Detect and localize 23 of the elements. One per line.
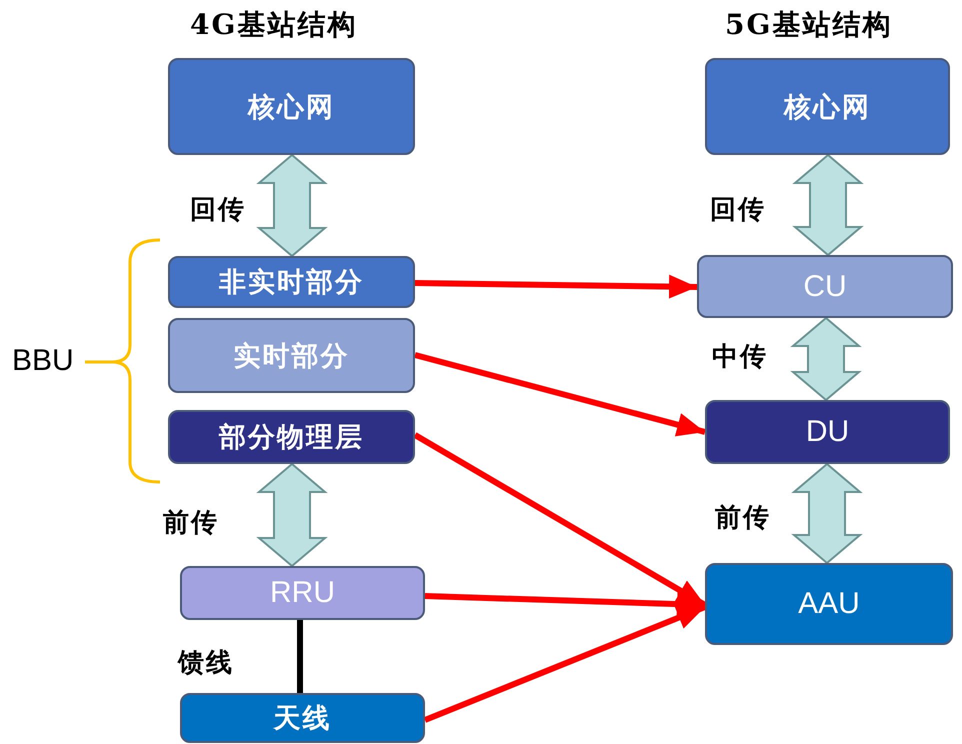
group-label: BBU [12, 344, 74, 378]
arrow [424, 592, 706, 616]
arrow [414, 274, 698, 299]
double-arrow [790, 316, 862, 402]
process-box: DU [705, 400, 950, 464]
double-arrow [792, 154, 864, 256]
process-box: 实时部分 [168, 318, 415, 393]
double-arrow [256, 462, 328, 568]
heading: 5G基站结构 [725, 7, 892, 43]
process-box: 部分物理层 [168, 410, 415, 464]
process-box: 核心网 [705, 58, 950, 155]
double-arrow [256, 154, 328, 258]
process-box: CU [697, 255, 953, 318]
connector-line [297, 620, 303, 693]
arrow [424, 604, 706, 723]
process-box: RRU [180, 566, 425, 620]
heading: 4G基站结构 [190, 7, 358, 43]
process-box: 非实时部分 [168, 256, 415, 308]
arrow [414, 352, 706, 436]
process-box: 核心网 [168, 58, 415, 155]
process-box: AAU [705, 563, 953, 645]
process-box: 天线 [180, 693, 425, 743]
double-arrow [791, 462, 863, 564]
